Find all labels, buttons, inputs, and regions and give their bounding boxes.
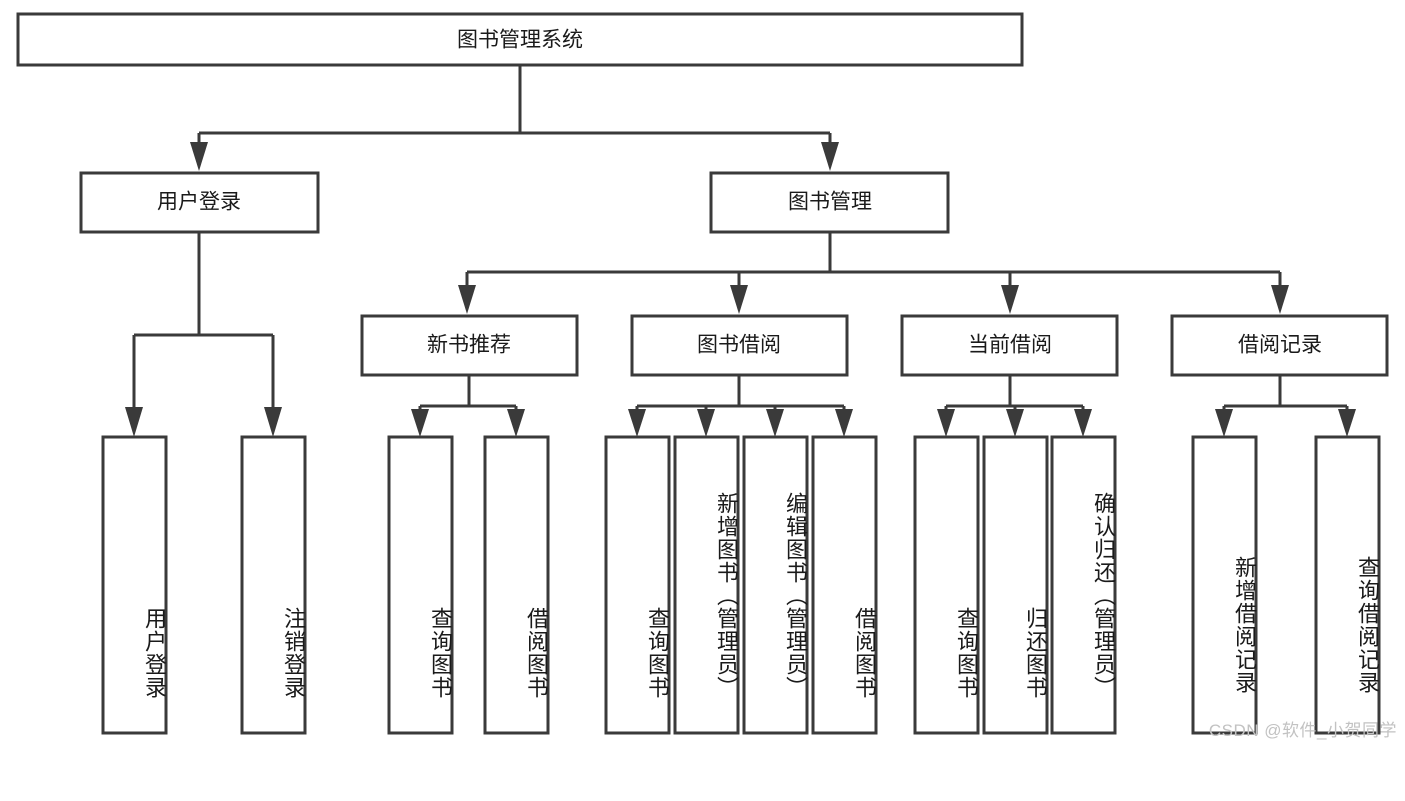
arrowhead-leaf-user-login-1 xyxy=(125,407,143,437)
node-root-box[interactable] xyxy=(16,12,1024,67)
arrowhead-leaf-bookborrow-2 xyxy=(697,409,715,437)
node-root[interactable]: 图书管理系统 xyxy=(16,12,1024,67)
arrowhead-leaf-currentborrow-1 xyxy=(937,409,955,437)
leaf-box-current-borrow-2[interactable] xyxy=(982,435,1049,735)
node-borrow-record-box[interactable] xyxy=(1170,314,1389,377)
node-current-borrow[interactable]: 当前借阅 xyxy=(900,314,1119,377)
leaf-box-new-book-rec-1[interactable] xyxy=(387,435,454,735)
csdn-watermark: CSDN @软件_小贺同学 xyxy=(1208,721,1397,740)
node-book-borrow[interactable]: 图书借阅 xyxy=(630,314,849,377)
node-book-manage-label: 图书管理 xyxy=(788,191,872,214)
leaf-box-borrow-record-2[interactable] xyxy=(1314,435,1381,735)
arrowhead-leaf-newbook-1 xyxy=(411,409,429,437)
leaf-box-book-borrow-2[interactable] xyxy=(673,435,740,735)
arrowhead-borrowrecord xyxy=(1271,285,1289,314)
leaf-box-current-borrow-3[interactable] xyxy=(1050,435,1117,735)
node-current-borrow-box[interactable] xyxy=(900,314,1119,377)
node-borrow-record[interactable]: 借阅记录 xyxy=(1170,314,1389,377)
diagram-svg: 图书管理系统 用户登录 图书管理 xyxy=(16,12,1389,735)
node-root-label: 图书管理系统 xyxy=(457,29,583,52)
node-book-manage[interactable]: 图书管理 xyxy=(709,171,950,234)
node-new-book-rec-box[interactable] xyxy=(360,314,579,377)
leaf-box-new-book-rec-2[interactable] xyxy=(483,435,550,735)
leaf-box-borrow-record-1[interactable] xyxy=(1191,435,1258,735)
node-book-manage-box[interactable] xyxy=(709,171,950,234)
leaf-box-user-login-2[interactable] xyxy=(240,435,307,735)
arrowhead-currentborrow xyxy=(1001,285,1019,314)
leaf-box-book-borrow-1[interactable] xyxy=(604,435,671,735)
diagram-canvas: 图书管理系统 用户登录 图书管理 xyxy=(16,12,1397,740)
arrowhead-leaf-user-login-2 xyxy=(264,407,282,437)
node-book-borrow-box[interactable] xyxy=(630,314,849,377)
arrowhead-leaf-borrowrecord-2 xyxy=(1338,409,1356,437)
leaf-box-book-borrow-3[interactable] xyxy=(742,435,809,735)
node-user-login-label: 用户登录 xyxy=(157,191,241,214)
arrowhead-bookmanage xyxy=(821,142,839,171)
arrowhead-leaf-currentborrow-3 xyxy=(1074,409,1092,437)
arrowhead-leaf-bookborrow-3 xyxy=(766,409,784,437)
arrowhead-leaf-bookborrow-1 xyxy=(628,409,646,437)
arrowhead-newbook xyxy=(458,285,476,314)
arrowhead-leaf-borrowrecord-1 xyxy=(1215,409,1233,437)
arrowhead-bookborrow xyxy=(730,285,748,314)
leaf-box-current-borrow-1[interactable] xyxy=(913,435,980,735)
node-new-book-rec[interactable]: 新书推荐 xyxy=(360,314,579,377)
arrowhead-leaf-bookborrow-4 xyxy=(835,409,853,437)
node-new-book-rec-label: 新书推荐 xyxy=(427,334,511,357)
arrowhead-leaf-newbook-2 xyxy=(507,409,525,437)
node-borrow-record-label: 借阅记录 xyxy=(1238,334,1322,357)
arrowhead-userlogin xyxy=(190,142,208,171)
node-current-borrow-label: 当前借阅 xyxy=(968,334,1052,357)
node-user-login[interactable]: 用户登录 xyxy=(79,171,320,234)
leaf-box-user-login-1[interactable] xyxy=(101,435,168,735)
arrowhead-leaf-currentborrow-2 xyxy=(1006,409,1024,437)
node-book-borrow-label: 图书借阅 xyxy=(697,334,781,357)
leaf-box-book-borrow-4[interactable] xyxy=(811,435,878,735)
